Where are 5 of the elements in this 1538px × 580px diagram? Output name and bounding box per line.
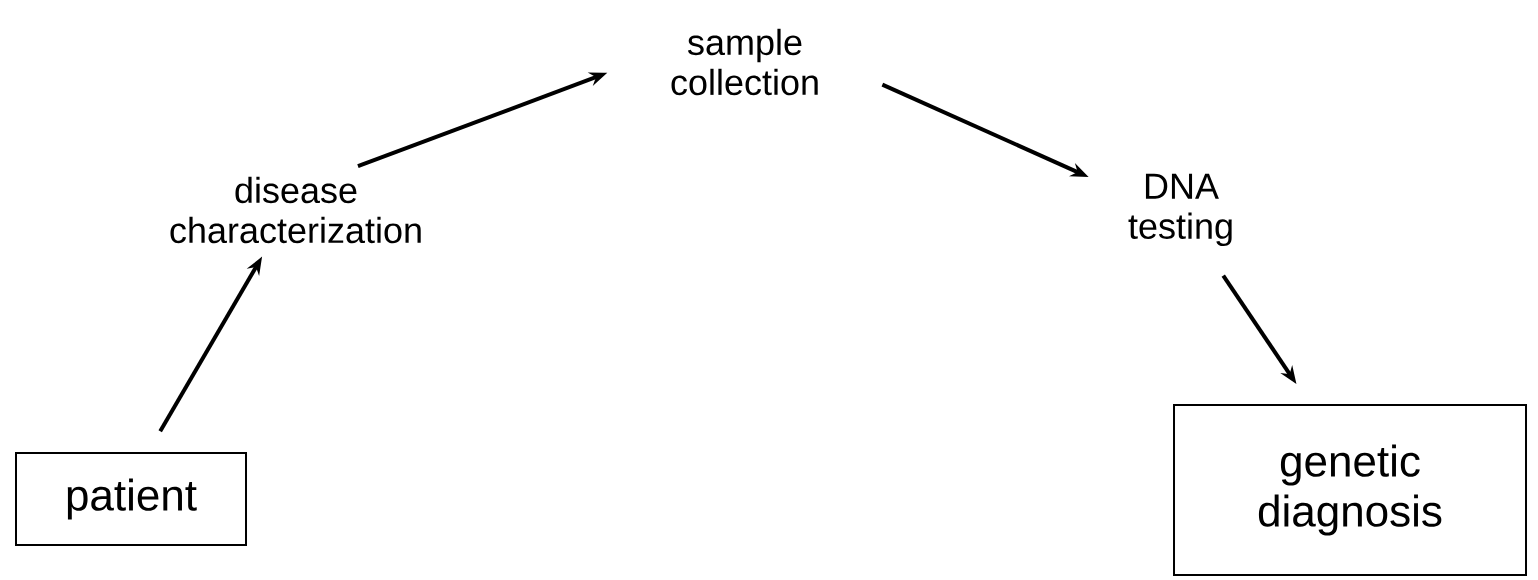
labeled-box: patient [15,452,247,546]
labeled-box: genetic diagnosis [1173,404,1527,576]
step-label: DNA testing [1128,173,1232,247]
step-label: disease characterization [170,176,421,244]
step-label: sample collection [671,28,818,96]
